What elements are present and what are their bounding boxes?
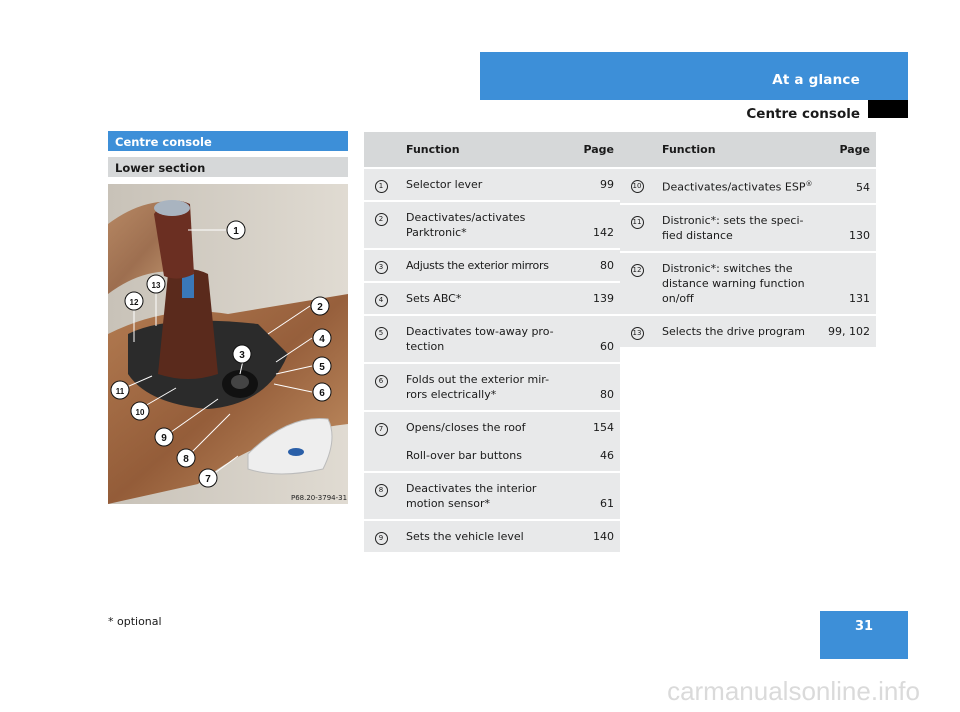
function-text: Selector lever [398,168,562,202]
page-number: 31 [854,619,874,634]
page-ref: 131 [818,251,876,316]
item-number: 13 [630,326,644,340]
footnote: * optional [108,615,162,628]
table-row: 9 Sets the vehicle level 140 [364,520,620,554]
page-ref: 99 [562,168,620,202]
page-ref: 140 [562,520,620,554]
function-text: Deactivates the interior motion sensor* [398,472,562,521]
function-table-left: Function Page 1 Selector lever 99 2 Deac… [364,132,620,554]
item-number: 1 [374,180,388,193]
item-number: 5 [374,327,388,340]
header-marker [868,100,908,118]
callout-11: 11 [116,387,125,396]
section-title-bar [108,131,348,151]
registered-mark: ® [805,180,813,188]
function-text: Deactivates/activates Parktronic* [398,201,562,250]
table-row: 12 Distronic*: switches the distance war… [620,251,876,316]
column-header-function: Function [398,132,562,169]
page-ref: 142 [562,201,620,250]
item-number: 11 [630,215,644,229]
page-ref: 80 [562,249,620,283]
item-number: 2 [374,213,388,226]
function-text: Opens/closes the roof [406,421,526,434]
section-header: Centre console [746,106,860,122]
callout-12: 12 [130,298,139,307]
item-number: 12 [630,263,644,277]
table-row: 3 Adjusts the exterior mirrors 80 [364,249,620,283]
page-ref: 154 [593,421,614,434]
column-header-function: Function [654,132,818,169]
table-row: 1 Selector lever 99 [364,168,620,202]
subsection-bar [108,157,348,177]
function-text: Folds out the exterior mir-rors electric… [398,363,562,412]
page-ref: 54 [818,168,876,205]
item-number: 10 [630,180,644,193]
callout-6: 6 [319,388,325,399]
function-text: Deactivates/activates ESP [662,180,806,194]
callout-9: 9 [161,433,167,444]
chapter-title: At a glance [772,72,860,88]
function-text: Sets the vehicle level [398,520,562,554]
callout-13: 13 [152,281,161,290]
function-text: Distronic*: switches the distance warnin… [654,251,818,316]
page-ref: 61 [562,472,620,521]
function-text: Adjusts the exterior mirrors [398,249,562,283]
header-bar [480,52,908,100]
watermark: carmanualsonline.info [667,676,920,706]
table-header: Function Page [364,132,620,169]
item-number: 8 [374,484,388,497]
page-ref: 46 [600,449,614,462]
callout-7: 7 [205,474,211,485]
table-row: 8 Deactivates the interior motion sensor… [364,472,620,521]
table-row: 5 Deactivates tow-away pro-tection 60 [364,315,620,364]
item-number: 4 [374,294,388,307]
callout-1: 1 [233,226,239,237]
table-row: 7 Opens/closes the roof Roll-over bar bu… [364,411,620,473]
callout-4: 4 [319,334,325,345]
item-number: 7 [374,423,388,436]
item-number: 3 [374,261,388,274]
function-table-right: Function Page 10 Deactivates/activates E… [620,132,876,349]
page-ref: 80 [562,363,620,412]
callout-10: 10 [136,408,145,417]
table-row: 13 Selects the drive program 99, 102 [620,314,876,349]
item-number: 9 [374,532,388,545]
page-ref: 139 [562,282,620,316]
table-row: 2 Deactivates/activates Parktronic* 142 [364,201,620,250]
table-header: Function Page [620,132,876,169]
function-text: Sets ABC* [398,282,562,316]
function-text: Distronic*: sets the speci-fied distance [654,203,818,253]
section-title: Centre console [115,135,212,149]
table-row: 6 Folds out the exterior mir-rors electr… [364,363,620,412]
function-text: Selects the drive program [654,314,818,349]
callout-2: 2 [317,302,323,313]
callout-5: 5 [319,362,325,373]
table-row: 4 Sets ABC* 139 [364,282,620,316]
table-row: 10 Deactivates/activates ESP® 54 [620,168,876,205]
photo-code: P68.20-3794-31 [291,494,348,502]
page-ref: 60 [562,315,620,364]
centre-console-photo: 1 2 3 4 5 6 7 8 9 10 11 12 13 [108,184,348,504]
callout-3: 3 [239,350,245,361]
page-ref: 99, 102 [818,314,876,349]
item-number: 6 [374,375,388,388]
subsection-title: Lower section [115,161,206,175]
function-text: Deactivates tow-away pro-tection [398,315,562,364]
column-header-page: Page [818,132,876,169]
table-row: 11 Distronic*: sets the speci-fied dista… [620,203,876,253]
page-ref: 130 [818,203,876,253]
page-number-box [820,611,908,659]
function-text: Roll-over bar buttons [406,449,522,462]
callout-8: 8 [183,454,189,465]
column-header-page: Page [562,132,620,169]
